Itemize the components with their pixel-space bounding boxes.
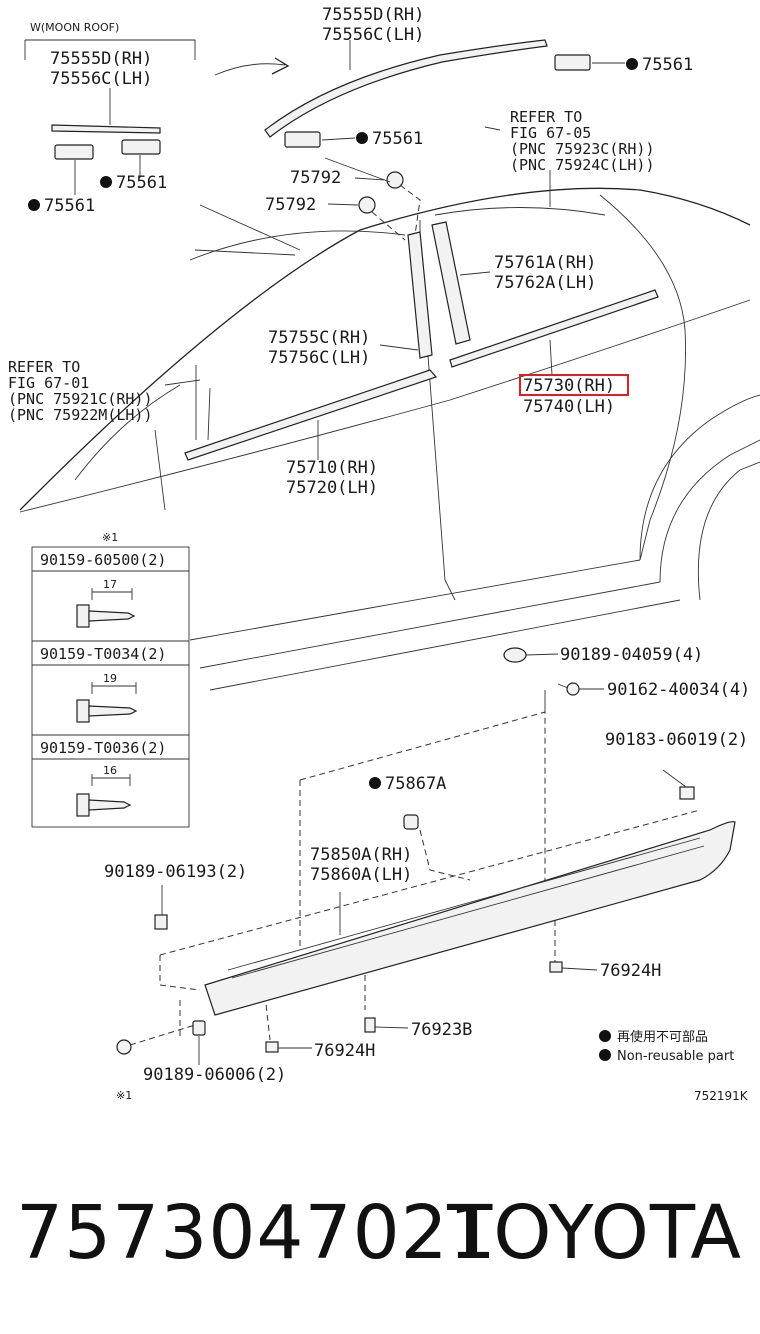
legend-cn: 再使用不可部品: [617, 1029, 708, 1045]
label-75556c-top: 75556C(LH): [322, 25, 424, 45]
label-75867a: 75867A: [385, 774, 446, 794]
rocker-panel-assembly: [159, 690, 736, 1041]
refer-top-line-1: REFER TO: [510, 108, 582, 126]
label-75850a: 75850A(RH): [310, 845, 412, 865]
part-number: 7573047021: [16, 1190, 497, 1276]
figure-code: 752191K: [694, 1089, 749, 1103]
clip-75561-group: [284, 54, 625, 148]
label-75761a: 75761A(RH): [494, 253, 596, 273]
label-90189-04059: 90189-04059(4): [560, 645, 703, 665]
label-75561-c: 75561: [116, 173, 167, 193]
refer-left-line-2: FIG 67-01: [8, 374, 89, 392]
label-76923b: 76923B: [411, 1020, 472, 1040]
label-75756c: 75756C(LH): [268, 348, 370, 368]
lower-clips: [116, 647, 695, 1065]
brand-name: TOYOTA: [447, 1190, 742, 1276]
highlight-box-75730: [519, 374, 629, 396]
refer-left-line-1: REFER TO: [8, 358, 80, 376]
pillar-garnish: [379, 221, 491, 359]
screw-table-note: ※1: [102, 531, 118, 544]
screw-3-dim: 16: [103, 764, 117, 777]
label-75561-a: 75561: [642, 55, 693, 75]
label-76924h-a: 76924H: [600, 961, 661, 981]
label-90189-06193: 90189-06193(2): [104, 862, 247, 882]
screw-table: ※1 90159-60500(2) 90159-T0034(2) 90159-T…: [31, 531, 190, 828]
label-75740: 75740(LH): [523, 397, 615, 417]
window-moulding: [164, 170, 659, 461]
refer-left-line-4: (PNC 75922M(LH)): [8, 406, 153, 424]
label-75860a: 75860A(LH): [310, 865, 412, 885]
clip-75792-group: [324, 157, 421, 241]
moon-roof-inset: W(MOON ROOF) 75555D(RH) 75556C(LH): [24, 21, 196, 195]
label-75792-a: 75792: [290, 168, 341, 188]
screw-2-icon: 19: [76, 672, 138, 723]
screw-2-dim: 19: [103, 672, 117, 685]
moon-roof-label: W(MOON ROOF): [30, 21, 119, 34]
bottom-note-mark: ※1: [116, 1089, 132, 1102]
refer-top-line-4: (PNC 75924C(LH)): [510, 156, 655, 174]
label-75792-b: 75792: [265, 195, 316, 215]
label-75561-d: 75561: [44, 196, 95, 216]
refer-top-line-3: (PNC 75923C(RH)): [510, 140, 655, 158]
legend: 再使用不可部品 Non-reusable part: [599, 1029, 734, 1064]
car-body-outline: [19, 187, 760, 691]
roof-moulding: [214, 39, 548, 138]
refer-top-line-2: FIG 67-05: [510, 124, 591, 142]
label-76924h-b: 76924H: [314, 1041, 375, 1061]
screw-3-icon: 16: [76, 764, 132, 817]
screw-2-label: 90159-T0034(2): [40, 645, 166, 663]
screw-1-icon: 17: [76, 578, 136, 628]
label-75561-b: 75561: [372, 129, 423, 149]
label-75762a: 75762A(LH): [494, 273, 596, 293]
label-90162-40034: 90162-40034(4): [607, 680, 750, 700]
label-75555d-inset: 75555D(RH): [50, 49, 152, 69]
label-75730: 75730(RH): [523, 376, 615, 396]
label-75556c-inset: 75556C(LH): [50, 69, 152, 89]
refer-left-line-3: (PNC 75921C(RH)): [8, 390, 153, 408]
label-90189-06006: 90189-06006(2): [143, 1065, 286, 1085]
legend-en: Non-reusable part: [617, 1049, 734, 1064]
screw-1-label: 90159-60500(2): [40, 551, 166, 569]
label-90183-06019: 90183-06019(2): [605, 730, 748, 750]
label-75555d-top: 75555D(RH): [322, 5, 424, 25]
label-75720: 75720(LH): [286, 478, 378, 498]
label-75755c: 75755C(RH): [268, 328, 370, 348]
screw-3-label: 90159-T0036(2): [40, 739, 166, 757]
parts-diagram: W(MOON ROOF) 75555D(RH) 75556C(LH): [8, 5, 760, 1103]
screw-1-dim: 17: [103, 578, 117, 591]
label-75710: 75710(RH): [286, 458, 378, 478]
